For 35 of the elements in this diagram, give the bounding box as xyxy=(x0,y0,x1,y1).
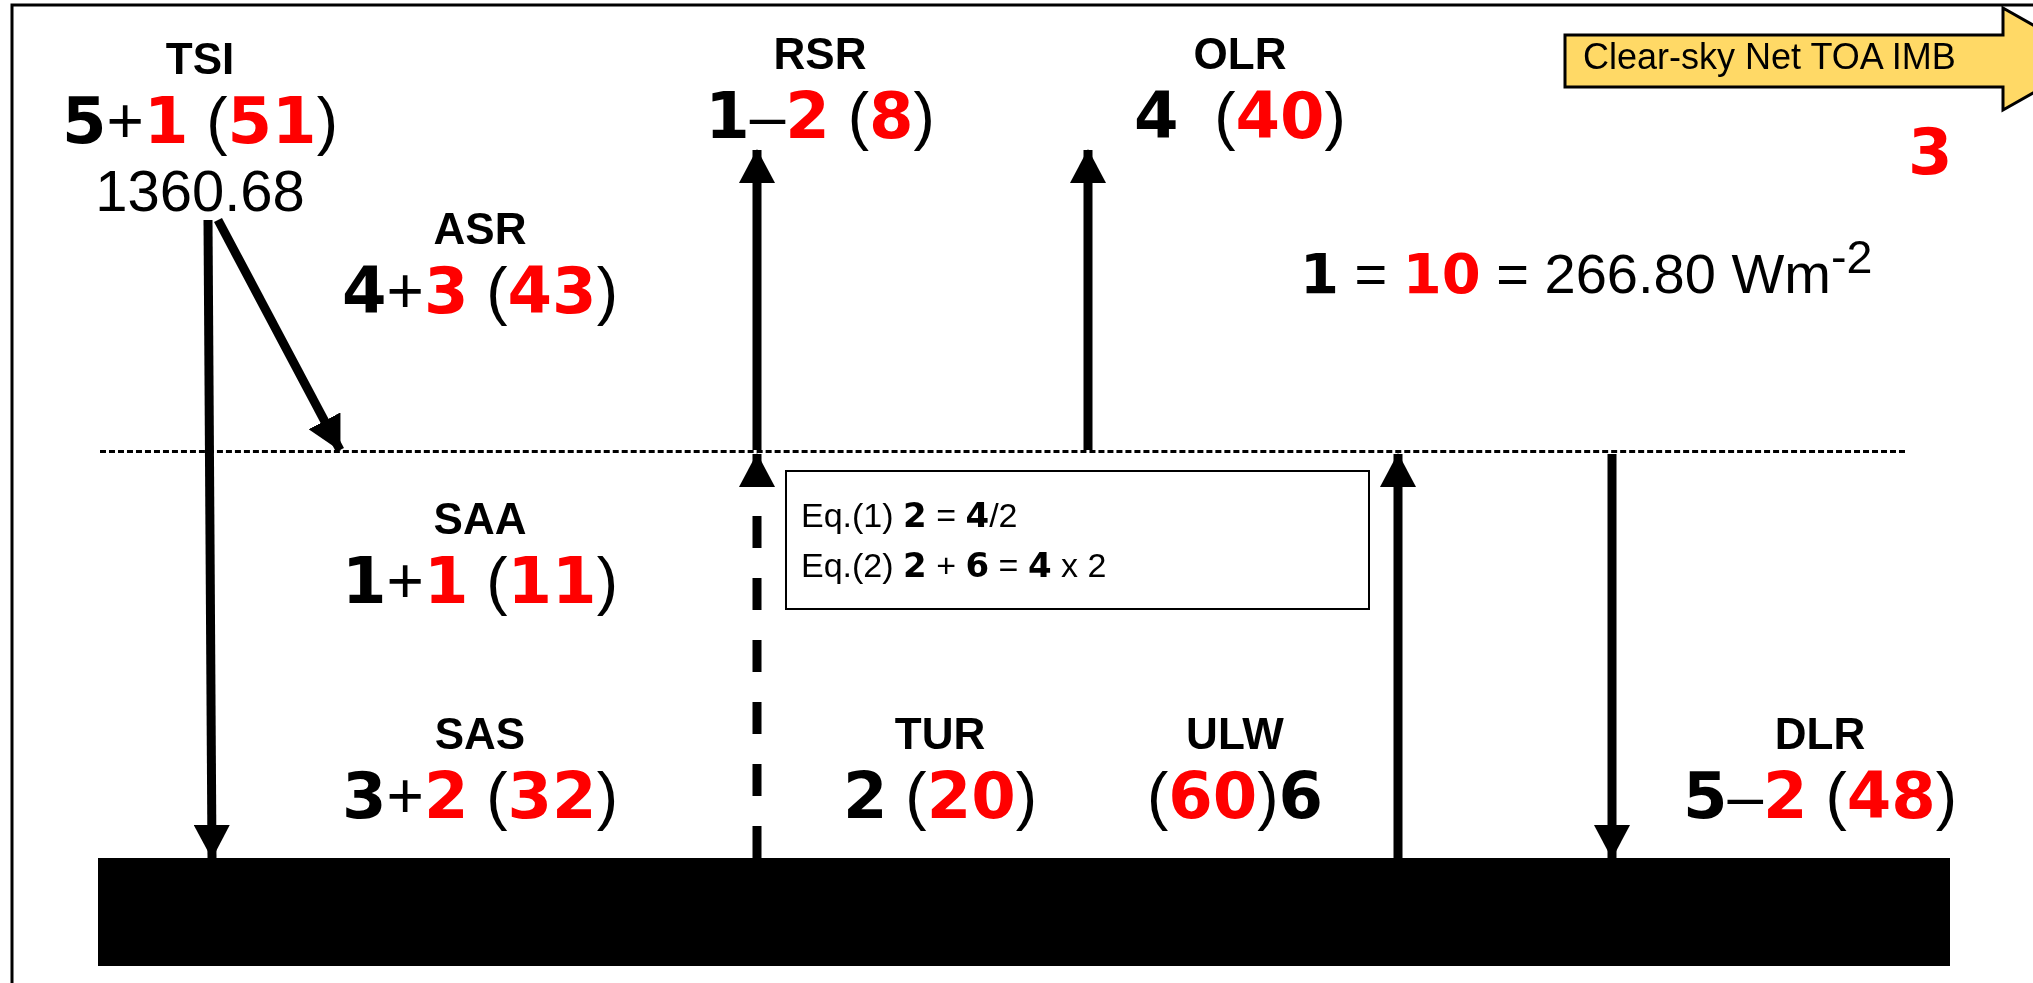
flux-name: SAA xyxy=(433,495,527,543)
flux-value: 5+1 (51) xyxy=(62,83,338,159)
dashed-line xyxy=(100,450,1905,454)
flux-value: 5–2 (48) xyxy=(1682,758,1958,834)
arrow xyxy=(1380,453,1416,858)
arrow xyxy=(1594,454,1630,859)
flux-name: ULW xyxy=(1186,710,1284,758)
flux-value: 3+2 (32) xyxy=(342,758,618,834)
flux-value: 1–2 (8) xyxy=(705,78,935,154)
unit-equation: 1 = 10 = 266.80 Wm$^{-2}$ xyxy=(1300,230,1873,306)
banner-text: Clear-sky Net TOA IMB xyxy=(1583,36,1956,78)
equation-text: Eq.(2) 2 + 6 = 4 x 2 xyxy=(801,544,1107,587)
flux-value: (60)6 xyxy=(1146,758,1324,834)
flux-name: RSR xyxy=(773,30,867,78)
flux-value: 1+1 (11) xyxy=(342,543,618,619)
arrow xyxy=(739,149,775,450)
surface-bar xyxy=(98,858,1950,966)
flux-value: 2 (20) xyxy=(843,758,1037,834)
arrow xyxy=(214,217,344,453)
equation-box xyxy=(785,470,1370,610)
flux-name: TUR xyxy=(894,710,986,758)
flux-name: ASR xyxy=(433,205,527,253)
flux-name: TSI xyxy=(165,35,235,83)
arrow xyxy=(193,219,230,859)
flux-value: 1360.68 xyxy=(95,159,305,223)
imbalance-value: 3 xyxy=(1908,115,1953,189)
flux-name: SAS xyxy=(434,710,526,758)
flux-name: DLR xyxy=(1774,710,1866,758)
banner-arrow xyxy=(1563,5,2033,113)
flux-value: 4 (40) xyxy=(1134,78,1346,154)
arrow xyxy=(1070,149,1106,450)
flux-value: 4+3 (43) xyxy=(342,253,618,329)
flux-name: OLR xyxy=(1193,30,1287,78)
equation-text: Eq.(1) 2 = 4/2 xyxy=(801,494,1018,537)
dashed-arrow xyxy=(739,453,775,858)
